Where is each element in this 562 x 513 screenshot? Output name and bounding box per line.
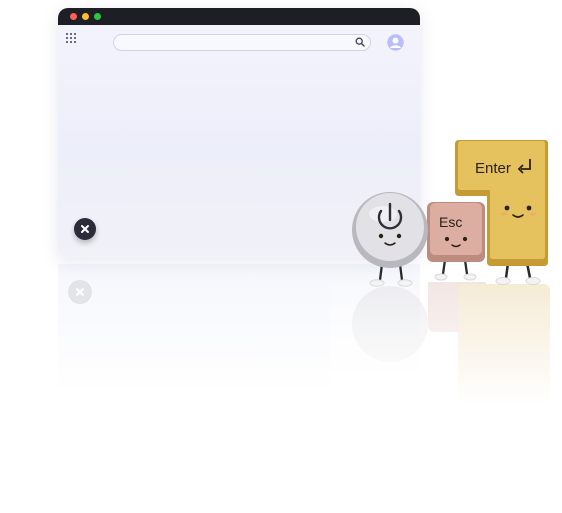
esc-key-label: Esc bbox=[439, 214, 463, 230]
window-close-button[interactable] bbox=[70, 13, 77, 20]
window-maximize-button[interactable] bbox=[94, 13, 101, 20]
reflection-fade bbox=[330, 282, 562, 407]
close-button-reflection bbox=[68, 280, 92, 304]
window-minimize-button[interactable] bbox=[82, 13, 89, 20]
grid-icon[interactable] bbox=[66, 33, 76, 43]
user-icon[interactable] bbox=[387, 34, 404, 51]
search-icon[interactable] bbox=[355, 37, 365, 47]
close-button[interactable] bbox=[74, 218, 96, 240]
close-icon bbox=[76, 288, 84, 296]
search-bar[interactable] bbox=[113, 34, 371, 51]
enter-key-mascot: Enter bbox=[453, 138, 549, 288]
enter-key-label: Enter bbox=[475, 160, 511, 177]
power-key-mascot bbox=[350, 190, 430, 296]
search-input[interactable] bbox=[122, 36, 346, 51]
esc-key-mascot: Esc bbox=[425, 200, 487, 290]
close-icon bbox=[81, 225, 89, 233]
return-arrow-icon bbox=[517, 159, 531, 174]
power-icon bbox=[377, 202, 403, 230]
title-bar bbox=[58, 8, 420, 25]
